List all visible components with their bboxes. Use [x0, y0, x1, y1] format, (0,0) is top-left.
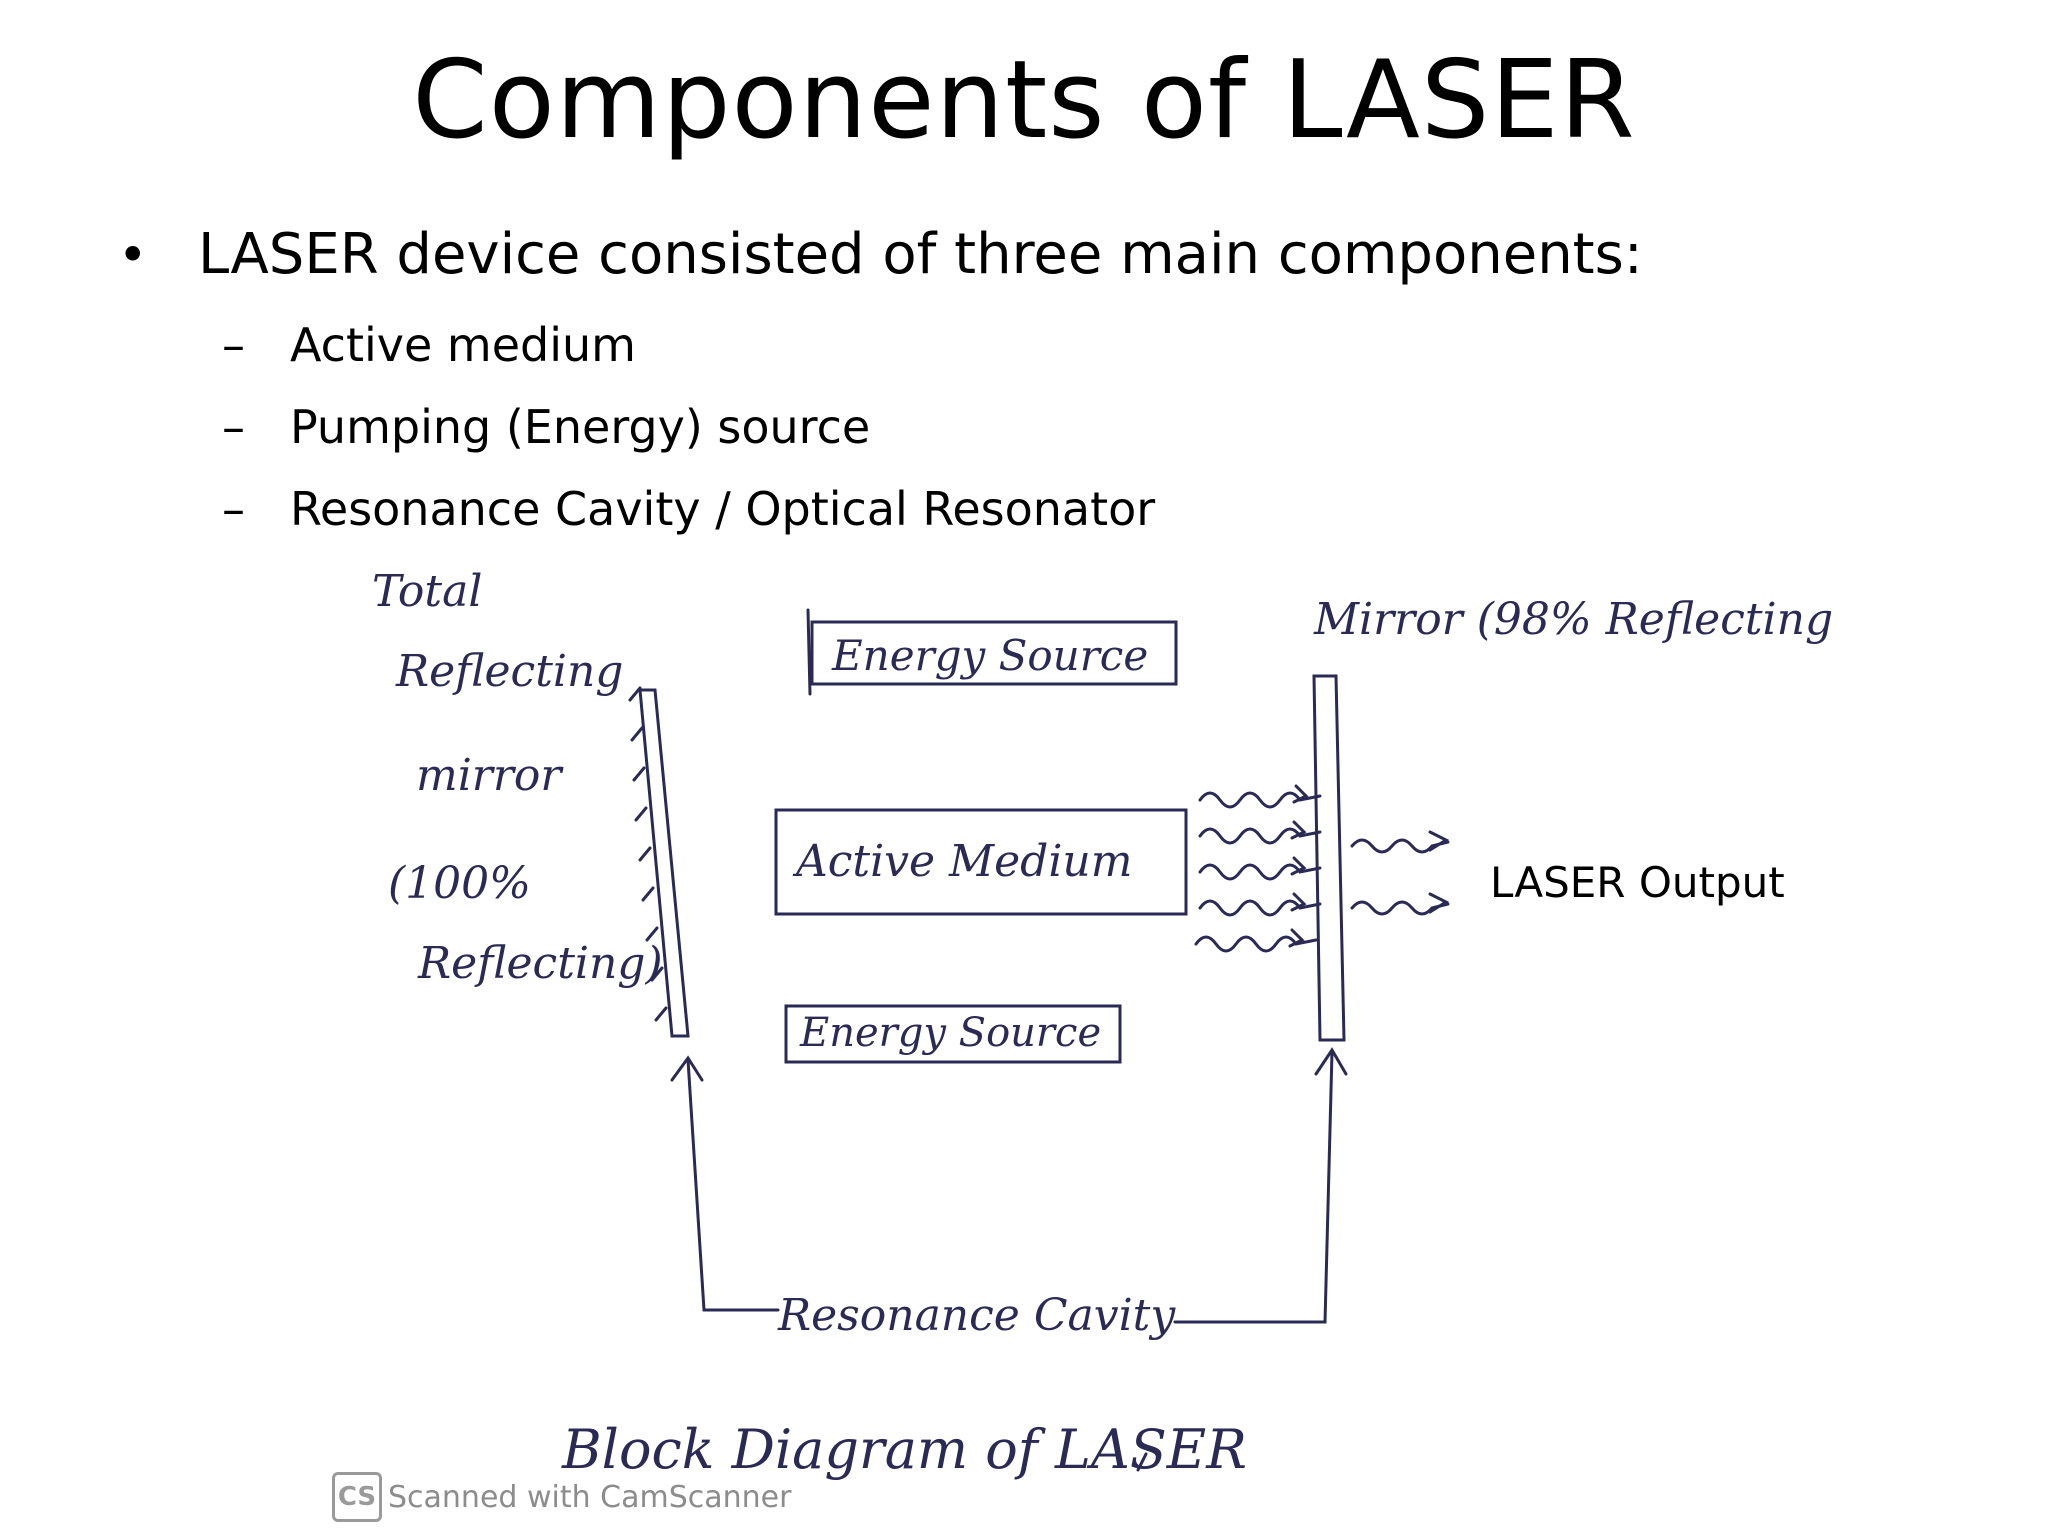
right-arrow-head: [1314, 1047, 1348, 1076]
diagram-caption: Block Diagram of LASER: [561, 1418, 1247, 1481]
photon-wave: [1198, 863, 1322, 881]
right-mirror: [1312, 674, 1346, 1042]
sub-item-text: Resonance Cavity / Optical Resonator: [290, 482, 1156, 536]
laser-output-label: LASER Output: [1490, 858, 1785, 907]
dash-marker: –: [222, 318, 245, 372]
sub-item-active-medium: – Active medium: [222, 318, 636, 372]
left-arrow-head: [670, 1055, 704, 1082]
photon-wave: [1198, 827, 1322, 845]
output-wave: [1350, 830, 1450, 854]
laser-block-diagram: Total Reflecting mirror (100% Reflecting…: [372, 566, 1833, 1481]
photon-wave: [1198, 791, 1322, 809]
sub-item-resonance-cavity: – Resonance Cavity / Optical Resonator: [222, 482, 1155, 536]
energy-source-top-box: [810, 620, 1178, 686]
energy-source-bottom-box: [784, 1004, 1122, 1064]
cavity-right-line: [1173, 1050, 1334, 1324]
energy-source-bottom-label: Energy Source: [799, 1010, 1101, 1056]
active-medium-label: Active Medium: [792, 836, 1132, 887]
sub-item-text: Pumping (Energy) source: [290, 400, 871, 454]
active-medium-box: [774, 808, 1188, 916]
dash-marker: –: [222, 482, 245, 536]
left-mirror-label-line: Reflecting: [395, 646, 623, 697]
left-mirror-label-line: Total: [372, 566, 482, 617]
energy-source-top-label: Energy Source: [831, 631, 1148, 680]
right-mirror-label: Mirror (98% Reflecting: [1313, 594, 1833, 645]
watermark-text: Scanned with CamScanner: [388, 1479, 792, 1515]
left-mirror-label-line: mirror: [416, 750, 564, 801]
main-bullet: • LASER device consisted of three main c…: [118, 222, 1643, 287]
bullet-marker: •: [118, 225, 148, 284]
photon-wave: [1194, 935, 1318, 953]
sub-item-pumping-source: – Pumping (Energy) source: [222, 400, 870, 454]
resonance-cavity-label: Resonance Cavity: [777, 1290, 1176, 1341]
dash-marker: –: [222, 400, 245, 454]
left-mirror: [638, 688, 690, 1038]
photon-wave: [1198, 899, 1322, 917]
cavity-left-line: [686, 1058, 780, 1312]
left-mirror-hatching: [628, 686, 668, 1022]
sub-item-text: Active medium: [290, 318, 636, 372]
output-wave: [1350, 892, 1450, 916]
left-mirror-label-line: (100%: [388, 858, 531, 909]
main-bullet-text: LASER device consisted of three main com…: [198, 222, 1643, 287]
slide-title: Components of LASER: [412, 38, 1636, 163]
camscanner-logo: CS: [332, 1472, 382, 1522]
camscanner-watermark: CS Scanned with CamScanner: [332, 1472, 791, 1522]
left-mirror-label-line: Reflecting): [417, 938, 663, 989]
